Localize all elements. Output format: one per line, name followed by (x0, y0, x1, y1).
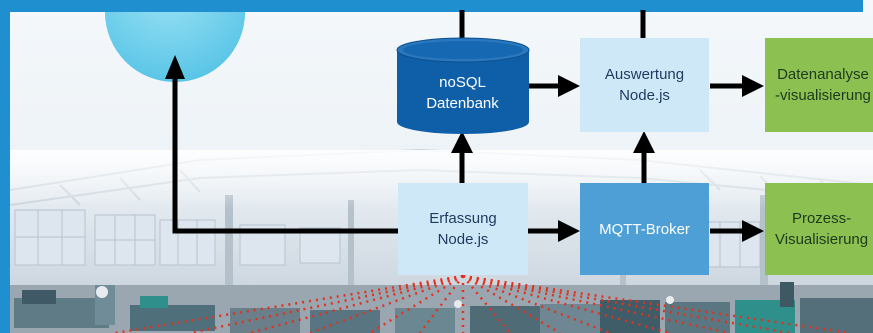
erfassung-node: Erfassung Node.js (398, 183, 528, 275)
arrow-erfassung-to-cloud (172, 78, 398, 234)
prozess-visualisierung-node: Prozess- Visualisierung (765, 183, 873, 275)
database-cylinder (396, 37, 530, 134)
signal-lines (114, 274, 851, 333)
arrowheads (165, 55, 764, 242)
auswertung-node: Auswertung Node.js (580, 38, 709, 132)
database-label-line1: noSQL (439, 74, 486, 91)
database-label-line2: Datenbank (426, 95, 499, 112)
cloud-globe (100, 0, 250, 82)
datenanalyse-node: Datenanalyse -visualisierung (765, 38, 873, 132)
database-label: noSQL Datenbank (397, 72, 528, 114)
mqtt-broker-node: MQTT-Broker (580, 183, 709, 275)
